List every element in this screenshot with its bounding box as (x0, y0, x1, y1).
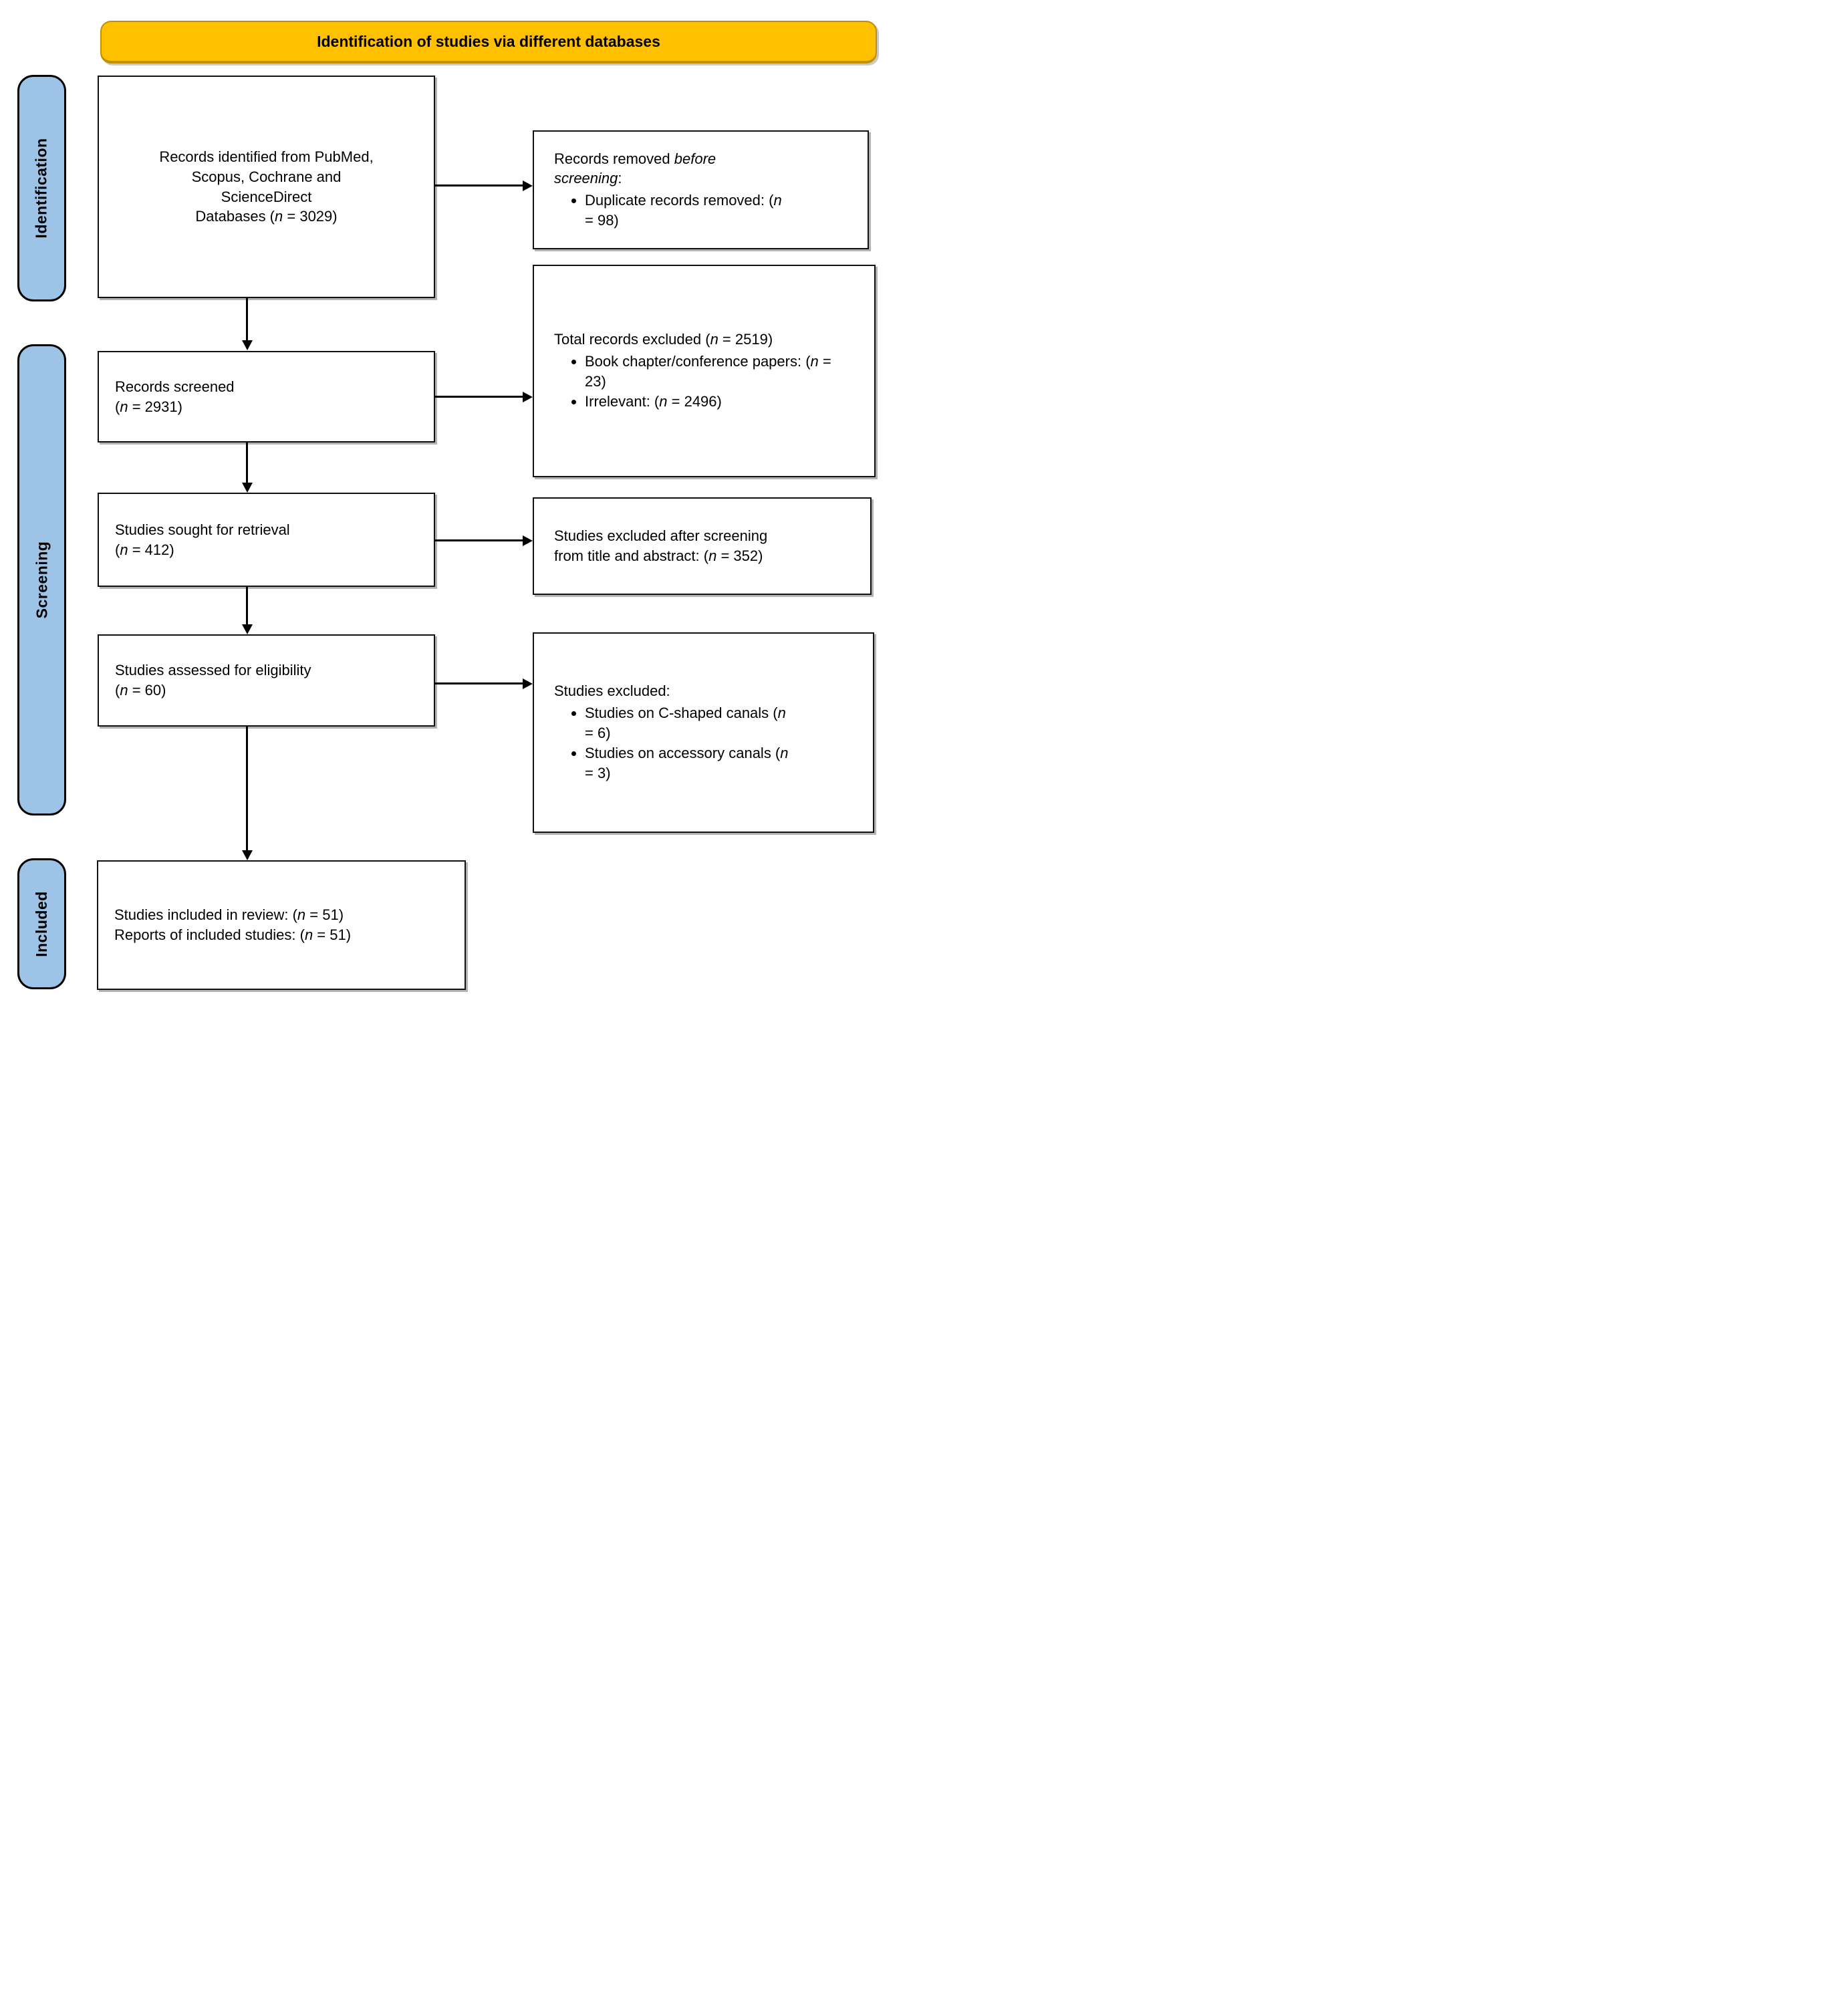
arrow-sought-to-assessed (246, 587, 248, 625)
arrow-screened-to-excluded (435, 396, 523, 398)
stage-screening-label: Screening (33, 541, 50, 619)
box-studies-excluded: Studies excluded: Studies on C-shaped ca… (533, 632, 874, 833)
arrow-screened-to-sought (246, 443, 248, 483)
box-records-removed-list: Duplicate records removed: (n = 98) (554, 190, 857, 231)
box-studies-assessed: Studies assessed for eligibility (n = 60… (98, 634, 435, 727)
box-studies-included-line2: Reports of included studies: (n = 51) (114, 926, 352, 943)
box-excluded-title-abstract: Studies excluded after screening from ti… (533, 497, 872, 595)
arrow-assessed-to-excluded (435, 682, 523, 684)
box-studies-excluded-bullet2: Studies on accessory canals (n = 3) (585, 743, 797, 783)
arrow-assessed-to-included (246, 727, 248, 851)
arrow-identified-to-screened (246, 298, 248, 341)
stage-identification-label: Identification (33, 138, 50, 239)
box-records-excluded-title: Total records excluded (n = 2519) (554, 331, 773, 348)
box-studies-excluded-title: Studies excluded: (554, 682, 670, 700)
box-excluded-title-abstract-line2: from title and abstract: (n = 352) (554, 547, 763, 564)
stage-included-label: Included (33, 890, 50, 957)
box-records-identified-line3: ScienceDirect (221, 188, 312, 205)
box-records-screened: Records screened (n = 2931) (98, 351, 435, 443)
box-records-removed-title: Records removed before screening: (554, 150, 716, 187)
box-studies-assessed-line2: (n = 60) (115, 682, 166, 699)
box-records-identified-line4: Databases (n = 3029) (195, 208, 338, 225)
box-studies-sought: Studies sought for retrieval (n = 412) (98, 493, 435, 587)
banner-title: Identification of studies via different … (100, 21, 877, 64)
box-studies-included-line1: Studies included in review: (n = 51) (114, 906, 344, 924)
banner-title-text: Identification of studies via different … (317, 32, 660, 50)
box-studies-sought-line2: (n = 412) (115, 541, 174, 558)
box-records-screened-line1: Records screened (115, 378, 235, 395)
box-records-screened-line2: (n = 2931) (115, 398, 182, 415)
box-records-removed: Records removed before screening: Duplic… (533, 130, 869, 249)
box-records-removed-bullet1: Duplicate records removed: (n = 98) (585, 191, 792, 230)
box-records-excluded-bullet2: Irrelevant: (n = 2496) (585, 392, 833, 412)
stage-screening: Screening (17, 344, 66, 815)
arrow-identified-to-removed (435, 184, 523, 186)
box-studies-excluded-list: Studies on C-shaped canals (n = 6) Studi… (554, 703, 862, 784)
box-studies-included: Studies included in review: (n = 51) Rep… (97, 860, 466, 990)
box-studies-assessed-line1: Studies assessed for eligibility (115, 662, 311, 679)
box-studies-excluded-bullet1: Studies on C-shaped canals (n = 6) (585, 703, 797, 743)
box-records-identified-line2: Scopus, Cochrane and (191, 168, 342, 185)
box-studies-sought-line1: Studies sought for retrieval (115, 521, 290, 538)
box-records-excluded-bullet1: Book chapter/conference papers: (n = 23) (585, 352, 833, 391)
box-excluded-title-abstract-line1: Studies excluded after screening (554, 527, 768, 545)
box-records-excluded: Total records excluded (n = 2519) Book c… (533, 265, 876, 477)
box-records-identified-line1: Records identified from PubMed, (159, 148, 374, 166)
stage-included: Included (17, 858, 66, 989)
stage-identification: Identification (17, 75, 66, 301)
prisma-flow-diagram: Identification of studies via different … (0, 0, 917, 1008)
arrow-sought-to-excluded (435, 539, 523, 541)
box-records-excluded-list: Book chapter/conference papers: (n = 23)… (554, 351, 864, 412)
box-records-identified: Records identified from PubMed, Scopus, … (98, 76, 435, 298)
